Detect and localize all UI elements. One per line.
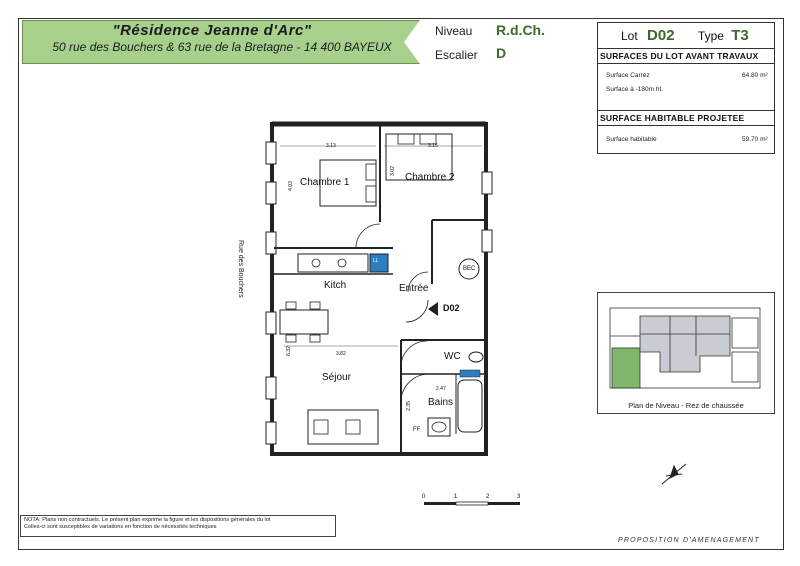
below-height-label: Surface à -180m ht. [606, 86, 664, 93]
disclaimer-line-2: Celles-ci sont susceptibles de variation… [24, 524, 217, 530]
proposition-label: PROPOSITION D'AMENAGEMENT [618, 537, 760, 544]
dim-living-width: 3.82 [336, 351, 346, 357]
minimap-caption: Plan de Niveau - Rez de chaussée [628, 401, 744, 410]
stair-value: D [496, 45, 507, 61]
dim-bedroom2-depth: 3.02 [389, 166, 396, 176]
room-kitchen: Kitch [324, 280, 347, 291]
dim-bedroom1-depth: 4.03 [287, 181, 294, 191]
dim-living-depth: 6.32 [285, 346, 292, 356]
disclaimer-line-1: NOTA: Plans non contractuels. Le présent… [24, 517, 271, 523]
entrance-lot-label: D02 [443, 303, 460, 313]
residence-name: "Résidence Jeanne d'Arc" [112, 22, 312, 39]
lot-label: Lot [621, 29, 638, 43]
bec-label: BEC [463, 266, 476, 272]
room-bedroom1: Chambre 1 [300, 177, 350, 188]
carrez-label: Surface Carrez [606, 72, 650, 79]
room-bedroom2: Chambre 2 [405, 172, 455, 183]
dim-bedroom2-width: 3.15 [428, 143, 438, 149]
habitable-label: Surface habitable [606, 136, 657, 143]
sheet-frame [18, 18, 784, 550]
lot-info-box [597, 22, 775, 154]
street-label: Rue des Bouchers [237, 240, 244, 298]
appliance-ll: LL [373, 258, 379, 264]
stair-label: Escalier [435, 48, 478, 62]
lot-value: D02 [647, 27, 675, 44]
residence-address: 50 rue des Bouchers & 63 rue de la Breta… [52, 40, 392, 54]
level-value: R.d.Ch. [496, 22, 545, 38]
type-label: Type [697, 29, 724, 43]
north-arrow-icon [661, 463, 687, 485]
room-entry: Entrée [399, 283, 429, 294]
scale-tick-1: 1 [454, 494, 458, 500]
type-value: T3 [731, 27, 749, 44]
disclaimer-note: NOTA: Plans non contractuels. Le présent… [20, 515, 336, 537]
carrez-value: 64.80 m² [742, 72, 768, 79]
title-banner [22, 20, 420, 64]
habitable-value: 59.70 m² [742, 136, 768, 143]
dim-bath-depth: 2.35 [405, 401, 412, 411]
dim-bedroom1-width: 3.13 [326, 143, 336, 149]
room-bath: Bains [428, 397, 454, 408]
floor-plan [265, 121, 493, 456]
room-wc: WC [444, 351, 461, 362]
scale-tick-0: 0 [422, 494, 426, 500]
section-habitable: SURFACE HABITABLE PROJETEE [598, 110, 774, 126]
lot-header: Lot D02 Type T3 [621, 27, 749, 44]
section-surfaces-before: SURFACES DU LOT AVANT TRAVAUX [598, 48, 774, 64]
room-living: Séjour [322, 372, 351, 383]
scale-tick-3: 3 [517, 494, 521, 500]
scale-tick-2: 2 [486, 494, 490, 500]
appliance-ff: FF [413, 427, 421, 433]
level-minimap [597, 292, 775, 414]
level-label: Niveau [435, 24, 473, 38]
scale-bar [424, 501, 520, 506]
minimap-drawing [609, 307, 761, 389]
dim-bath-width: 2.47 [436, 386, 446, 392]
